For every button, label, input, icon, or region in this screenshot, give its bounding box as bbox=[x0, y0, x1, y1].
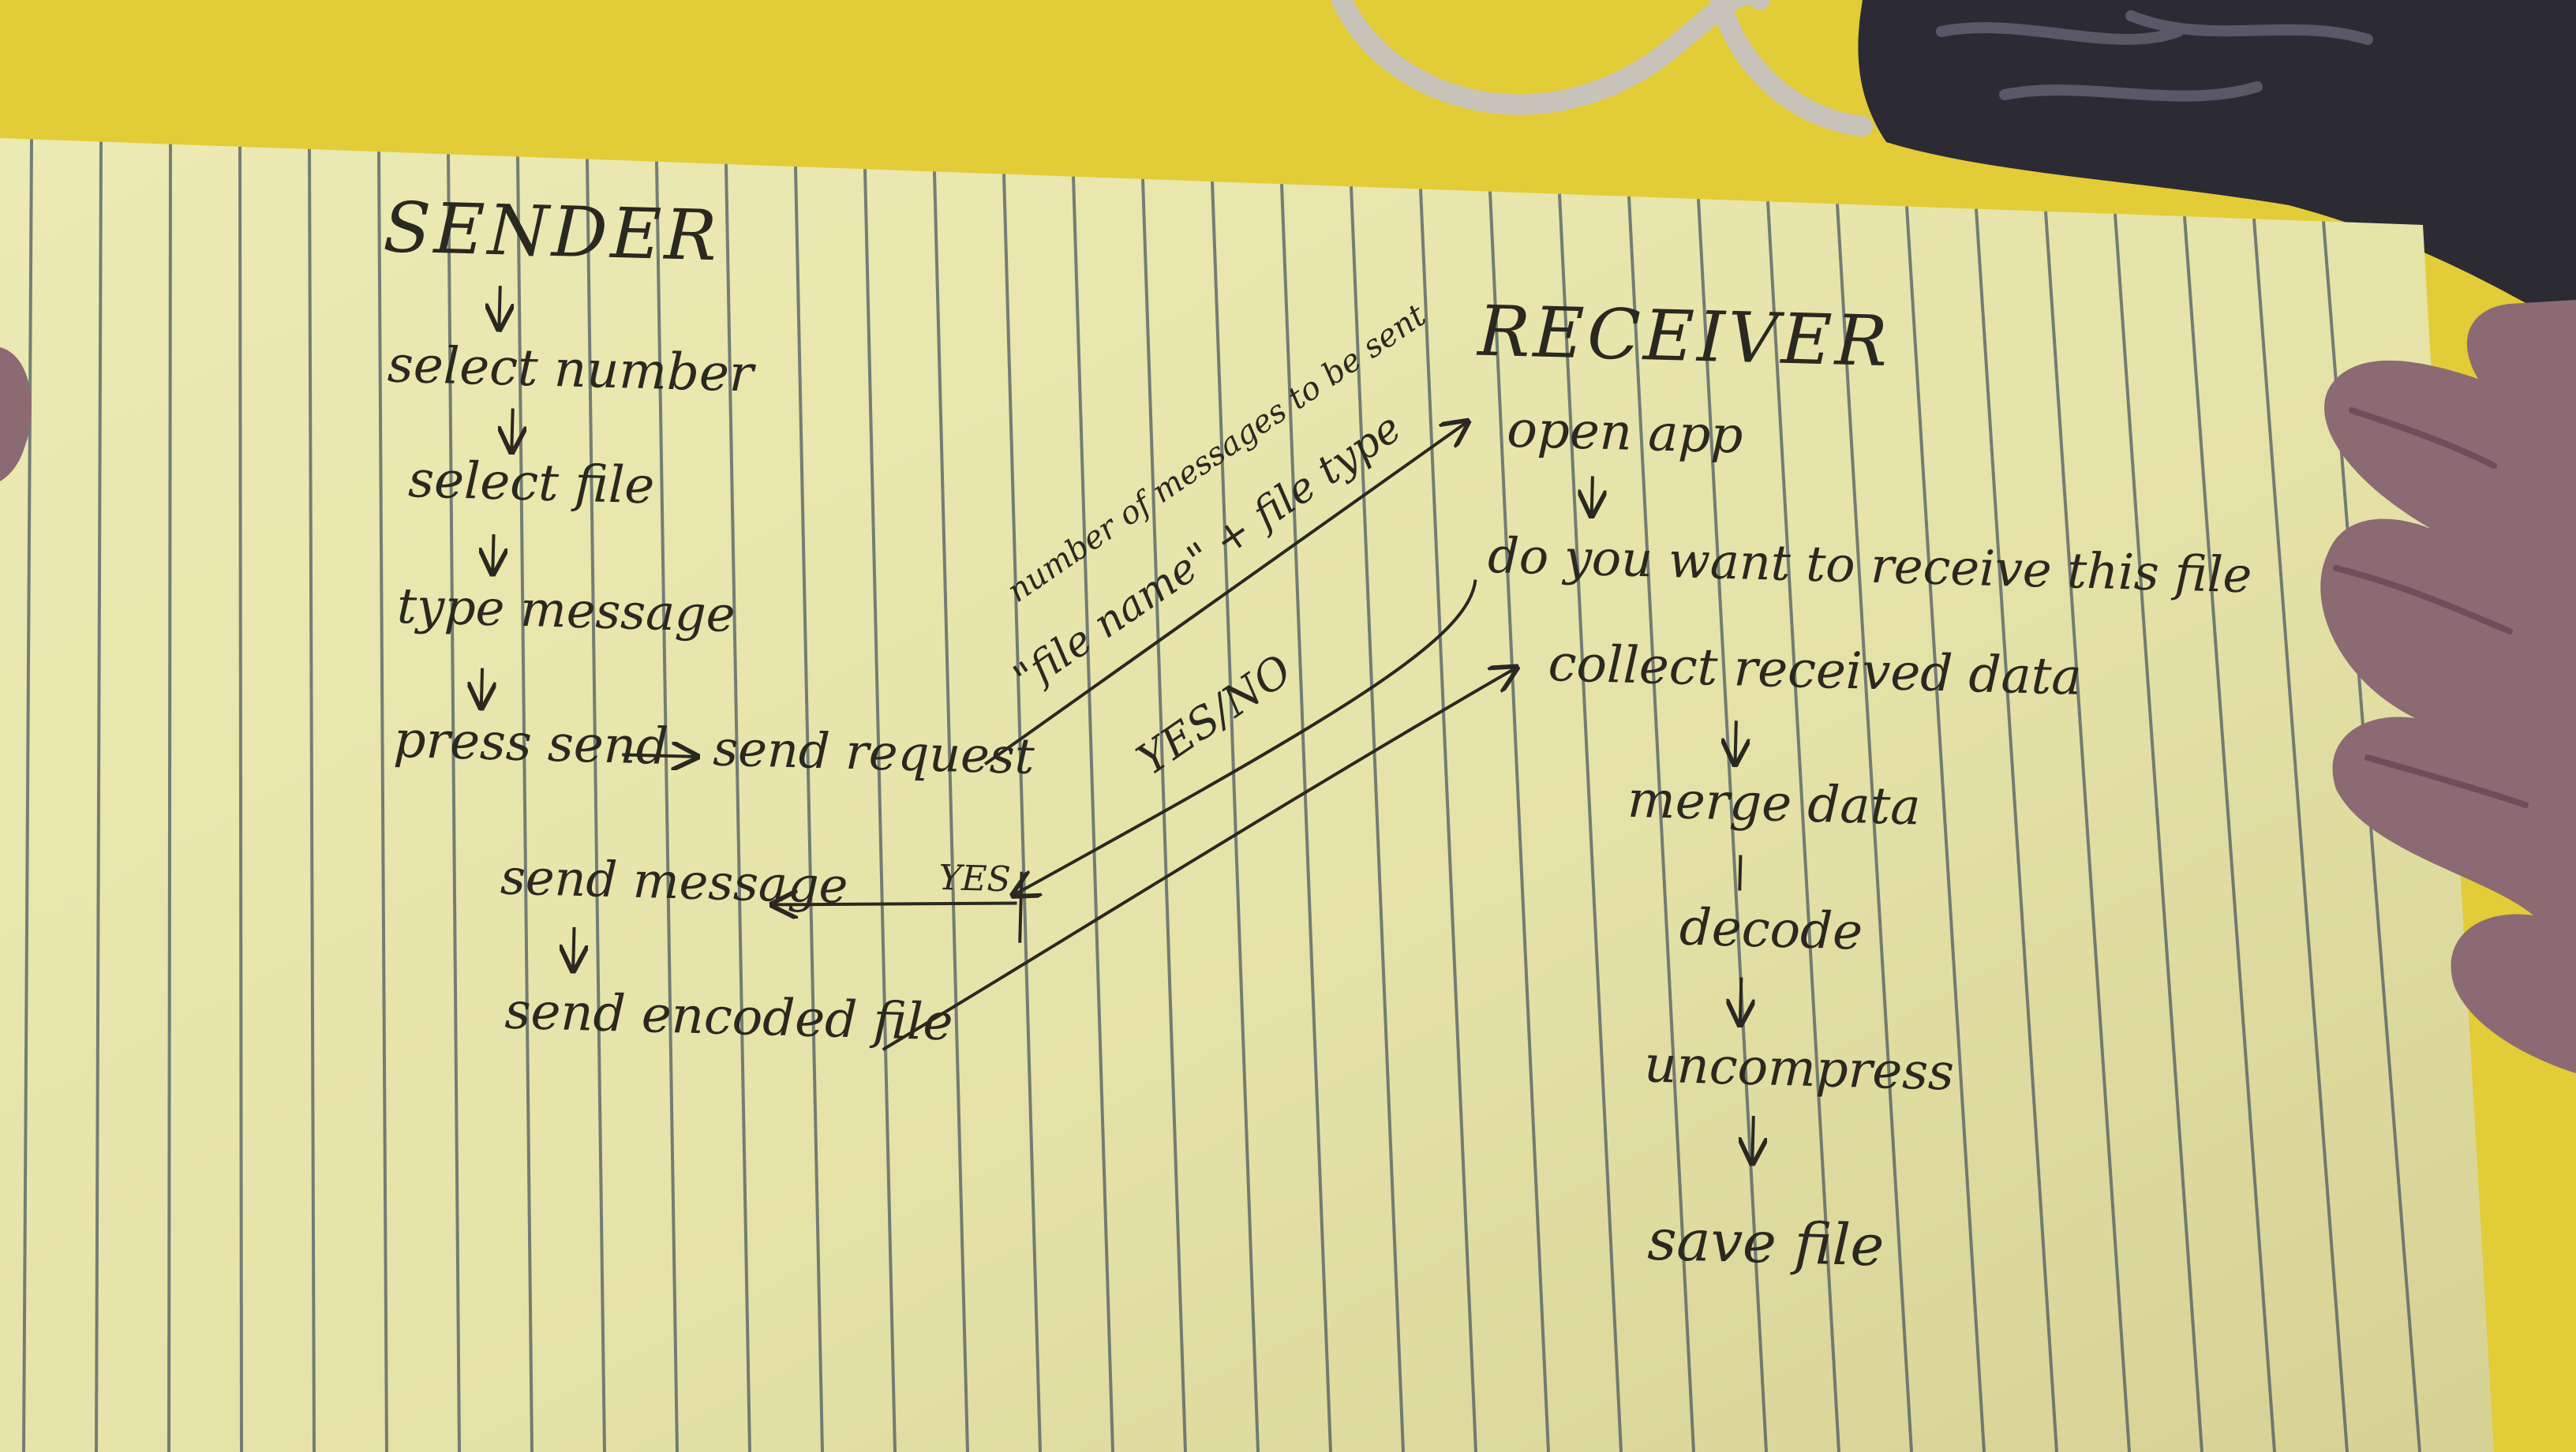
ruled-line bbox=[2183, 216, 2276, 1452]
receiver-step-3: collect received data bbox=[1548, 634, 2083, 707]
receiver-step-5: decode bbox=[1679, 899, 1863, 962]
ruled-line bbox=[516, 156, 534, 1452]
ruled-line bbox=[2252, 219, 2349, 1452]
sender-step-1: select number bbox=[387, 335, 757, 403]
ruled-line bbox=[1836, 204, 1913, 1452]
ruled-line bbox=[1697, 198, 1768, 1452]
ruled-line bbox=[308, 149, 316, 1452]
ruled-line bbox=[1350, 186, 1405, 1452]
sender-step-4: press send bbox=[393, 711, 669, 777]
cloth-pattern bbox=[1936, 10, 2373, 102]
ruled-line bbox=[1905, 206, 1986, 1452]
ruled-line bbox=[1141, 178, 1187, 1452]
send-request: send request bbox=[713, 719, 1035, 785]
ruled-line bbox=[655, 161, 679, 1452]
receiver-step-1: open app bbox=[1506, 401, 1743, 466]
reply-arrow bbox=[1013, 579, 1477, 908]
down-arrow bbox=[499, 286, 500, 329]
request-arrow bbox=[983, 410, 1468, 766]
ruled-line bbox=[933, 171, 969, 1452]
down-arrow bbox=[492, 533, 493, 574]
ruled-line bbox=[1002, 174, 1042, 1452]
ruled-line bbox=[167, 144, 172, 1452]
sender-step-3: type message bbox=[396, 577, 736, 643]
receiver-title: RECEIVER bbox=[1475, 290, 1891, 383]
left-hand bbox=[0, 347, 32, 481]
connector-tick bbox=[1738, 855, 1743, 891]
ruled-line bbox=[2114, 213, 2203, 1452]
receiver-step-7: save file bbox=[1647, 1207, 1885, 1279]
receiver-step-6: uncompress bbox=[1643, 1035, 1954, 1102]
ruled-line bbox=[1280, 184, 1332, 1452]
ruled-line bbox=[238, 146, 243, 1452]
send-encoded-file: send encoded file bbox=[504, 982, 954, 1053]
ruled-line bbox=[1419, 189, 1477, 1452]
finger-creases bbox=[2333, 407, 2529, 808]
down-arrow bbox=[573, 926, 574, 971]
ruled-line bbox=[1975, 208, 2058, 1452]
ruled-line bbox=[95, 141, 103, 1452]
right-arrow bbox=[622, 754, 697, 756]
ruled-line bbox=[2044, 211, 2131, 1452]
cable bbox=[1331, 0, 1873, 137]
ruled-line bbox=[1211, 181, 1260, 1452]
ruled-line bbox=[724, 163, 751, 1452]
yes-arrow bbox=[772, 896, 1017, 911]
ruled-line bbox=[586, 159, 606, 1452]
down-arrow bbox=[1740, 977, 1742, 1025]
sender-title: SENDER bbox=[382, 186, 721, 276]
data-arrow bbox=[882, 651, 1517, 1051]
ruled-line bbox=[377, 152, 388, 1452]
yes-label: YES bbox=[938, 858, 1012, 900]
receiver-step-4: merge data bbox=[1627, 771, 1921, 837]
ruled-line bbox=[1488, 191, 1550, 1452]
down-arrow bbox=[511, 408, 512, 452]
ruled-line bbox=[794, 167, 824, 1452]
right-hand-fingers bbox=[2320, 300, 2576, 1073]
ruled-line bbox=[863, 169, 897, 1452]
down-arrow bbox=[481, 668, 482, 708]
paper-sheet bbox=[0, 138, 2494, 1452]
handwritten-diagram: SENDER select number select file type me… bbox=[382, 186, 2252, 1279]
down-arrow bbox=[1752, 1116, 1754, 1163]
dark-cloth bbox=[1858, 0, 2576, 331]
ruled-line bbox=[1766, 201, 1840, 1452]
yes-marker bbox=[1018, 871, 1024, 943]
ruled-line bbox=[1072, 176, 1114, 1452]
sender-step-2: select file bbox=[407, 451, 655, 515]
ruled-line bbox=[22, 139, 33, 1452]
ruled-line bbox=[1558, 193, 1623, 1452]
down-arrow bbox=[1592, 476, 1593, 515]
ruled-lines bbox=[22, 139, 2421, 1452]
ruled-line bbox=[1627, 196, 1695, 1452]
ruled-line bbox=[447, 154, 461, 1452]
